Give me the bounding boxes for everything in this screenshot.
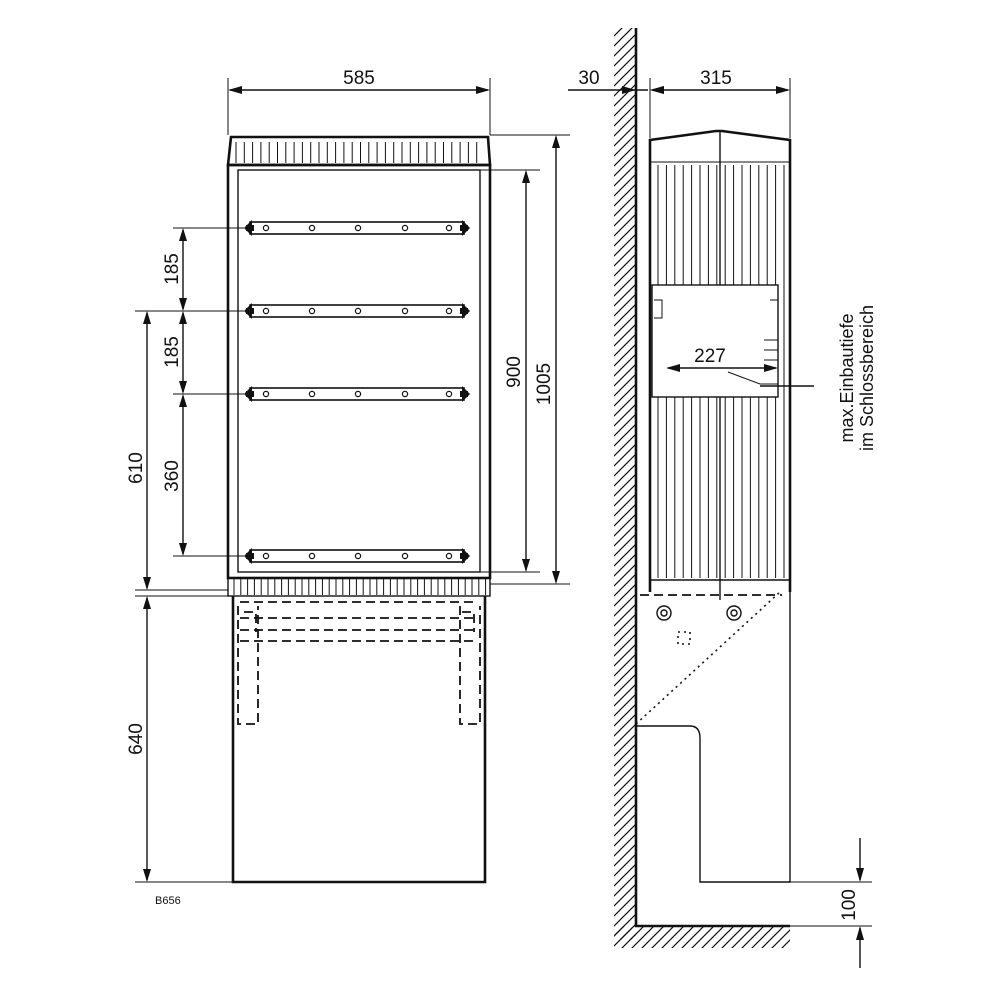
dim-rail-spacing-top: 185 [162,228,187,311]
rail-hole [401,307,409,315]
side-housing-ribs [657,165,785,578]
front-view: 585 185 185 [126,68,570,907]
rail-hole [354,307,362,315]
right-extension-lines [480,134,570,585]
rail-hole [262,224,270,232]
dim-rail-span-label: 610 [126,452,147,484]
din-rail [244,303,470,319]
dim-rail-spacing-bottom-label: 360 [162,460,183,492]
din-rail [244,220,470,236]
floor-hatch [614,926,790,948]
rail-hole [401,390,409,398]
rail-hole [262,552,270,560]
front-housing-inner [237,169,481,573]
dim-depth: 315 [650,68,791,138]
dim-ground-offset: 100 [790,838,872,968]
rail-hole [445,552,453,560]
front-top-cap [226,135,492,167]
rail-hole [354,390,362,398]
dim-rail-spacing-middle-label: 185 [162,336,183,368]
front-bottom-band-ribs [233,579,487,595]
dim-width-label: 585 [343,68,375,89]
rail-hole [308,224,316,232]
lock-area: 227 [651,284,814,398]
side-view: 227 max.Einbautiefe im Schlossbereich 30 [568,28,877,968]
rail-extension-lines [135,227,244,883]
side-base [635,591,791,883]
dim-housing-height-label: 1005 [534,363,555,405]
din-rail [244,548,470,564]
rail-hole [445,224,453,232]
dim-width: 585 [227,68,491,135]
side-housing [648,129,792,592]
rail-hole [262,390,270,398]
dim-wall-offset-label: 30 [578,68,599,89]
dim-base-height: 640 [126,596,151,882]
din-rails [244,220,470,564]
dim-inner-height: 900 [504,170,530,572]
wall-hatch [614,28,636,940]
dim-rail-spacing-top-label: 185 [162,253,183,285]
dim-ground-offset-label: 100 [839,889,860,921]
front-base [231,596,487,884]
dim-depth-label: 315 [700,68,732,89]
dim-rail-spacing-bottom: 360 [162,394,187,556]
front-bottom-band [227,577,491,597]
rail-hole [354,224,362,232]
drawing-code: B656 [155,895,181,907]
rail-hole [308,390,316,398]
din-rail [244,386,470,402]
front-top-cap-ribs [235,142,478,163]
rail-hole [445,390,453,398]
wall-outline [634,28,790,928]
rail-hole [308,307,316,315]
rail-hole [262,307,270,315]
lock-depth-label: 227 [694,346,726,367]
dim-base-height-label: 640 [126,723,147,755]
dim-rail-spacing-middle: 185 [162,311,187,394]
rail-hole [401,224,409,232]
lock-note-line1: max.Einbautiefe [837,313,857,442]
rail-hole [401,552,409,560]
dim-housing-height: 1005 [534,135,560,584]
rail-hole [308,552,316,560]
rail-hole [354,552,362,560]
front-base-hidden-frame [237,601,481,725]
rail-hole [445,307,453,315]
dim-rail-span: 610 [126,311,151,590]
dim-inner-height-label: 900 [504,356,525,388]
lock-note-line2: im Schlossbereich [857,305,877,451]
